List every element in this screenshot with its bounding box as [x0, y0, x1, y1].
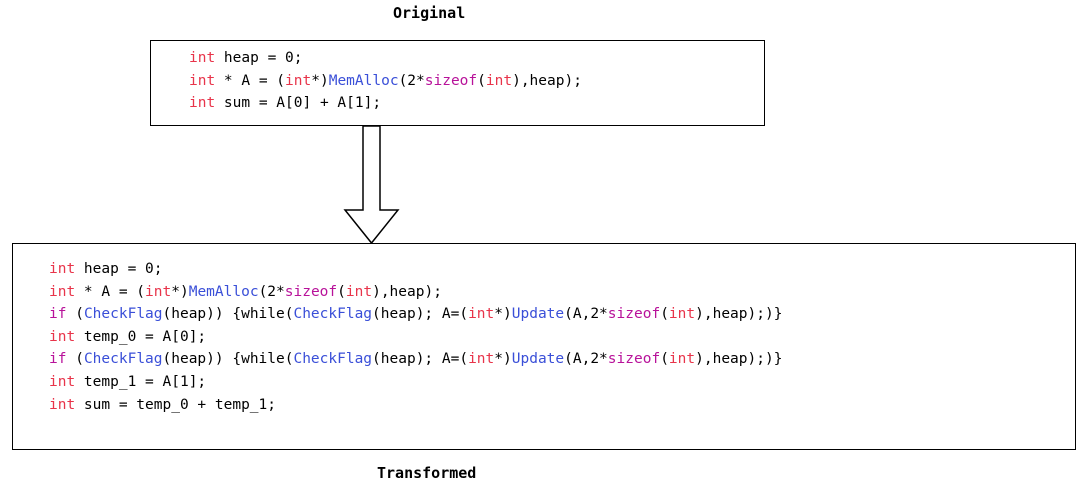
- code-text: (heap); A=(: [372, 351, 469, 368]
- transformed-code-line: int * A = (int*)MemAlloc(2*sizeof(int),h…: [49, 281, 1075, 304]
- code-text: ),heap);)}: [695, 351, 783, 368]
- original-code-box: int heap = 0;int * A = (int*)MemAlloc(2*…: [150, 40, 765, 126]
- code-text: * A = (: [75, 283, 146, 300]
- code-text: (: [660, 306, 669, 323]
- function-token: Update: [511, 306, 565, 323]
- keyword-token: int: [49, 396, 76, 413]
- function-token: CheckFlag: [83, 351, 163, 368]
- keyword-token: int: [49, 283, 76, 300]
- code-text: sum = A[0] + A[1];: [215, 95, 382, 112]
- keyword-token: int: [468, 351, 495, 368]
- keyword-token: int: [189, 72, 216, 89]
- code-text: ),heap);: [512, 72, 582, 89]
- original-label: Original: [393, 4, 466, 22]
- keyword-token: int: [49, 261, 76, 277]
- keyword-token: int: [49, 373, 76, 390]
- keyword-token: int: [468, 306, 495, 323]
- code-text: *): [171, 283, 189, 300]
- function-token: CheckFlag: [83, 306, 163, 323]
- transformed-code-line: if (CheckFlag(heap)) {while(CheckFlag(he…: [49, 303, 1075, 326]
- code-text: *): [311, 72, 329, 89]
- transformed-code-line: int sum = temp_0 + temp_1;: [49, 394, 1075, 417]
- keyword-token: int: [345, 283, 373, 300]
- code-text: (heap); A=(: [372, 306, 469, 323]
- operator-token: sizeof: [607, 306, 661, 323]
- function-token: MemAlloc: [328, 72, 399, 89]
- keyword-token: int: [285, 72, 312, 89]
- code-text: ),heap);: [372, 283, 442, 300]
- code-text: heap = 0;: [215, 50, 303, 66]
- operator-token: if: [49, 351, 67, 368]
- transformed-code-line: int heap = 0;: [49, 258, 1075, 281]
- original-code-line: int heap = 0;: [189, 47, 764, 70]
- keyword-token: int: [485, 72, 513, 89]
- code-text: * A = (: [215, 72, 286, 89]
- code-text: (: [66, 306, 84, 323]
- operator-token: sizeof: [424, 72, 478, 89]
- transformed-label: Transformed: [377, 464, 477, 482]
- code-text: (heap)) {while(: [162, 306, 294, 323]
- transformed-code-line: int temp_1 = A[1];: [49, 371, 1075, 394]
- code-text: (A,2*: [564, 351, 608, 368]
- keyword-token: int: [145, 283, 172, 300]
- function-token: CheckFlag: [293, 351, 373, 368]
- operator-token: sizeof: [607, 351, 661, 368]
- transformed-code-line: if (CheckFlag(heap)) {while(CheckFlag(he…: [49, 348, 1075, 371]
- code-text: heap = 0;: [75, 261, 163, 277]
- code-text: temp_0 = A[0];: [75, 328, 207, 345]
- operator-token: sizeof: [284, 283, 338, 300]
- function-token: Update: [511, 351, 565, 368]
- code-text: *): [494, 351, 512, 368]
- keyword-token: int: [49, 328, 76, 345]
- code-text: sum = temp_0 + temp_1;: [75, 396, 276, 413]
- code-text: (A,2*: [564, 306, 608, 323]
- code-text: *): [494, 306, 512, 323]
- original-code-line: int * A = (int*)MemAlloc(2*sizeof(int),h…: [189, 70, 764, 93]
- code-text: (2*: [258, 283, 285, 300]
- keyword-token: int: [668, 351, 696, 368]
- code-text: (: [337, 283, 346, 300]
- original-code-line: int sum = A[0] + A[1];: [189, 92, 764, 115]
- code-text: temp_1 = A[1];: [75, 373, 207, 390]
- operator-token: if: [49, 306, 67, 323]
- function-token: CheckFlag: [293, 306, 373, 323]
- code-text: ),heap);)}: [695, 306, 783, 323]
- code-text: (heap)) {while(: [162, 351, 294, 368]
- keyword-token: int: [189, 50, 216, 66]
- code-text: (2*: [398, 72, 425, 89]
- code-text: (: [477, 72, 486, 89]
- code-text: (: [66, 351, 84, 368]
- function-token: MemAlloc: [188, 283, 259, 300]
- keyword-token: int: [189, 95, 216, 112]
- keyword-token: int: [668, 306, 696, 323]
- transformed-code-box: int heap = 0;int * A = (int*)MemAlloc(2*…: [12, 243, 1076, 450]
- code-text: (: [660, 351, 669, 368]
- transformed-code-line: int temp_0 = A[0];: [49, 326, 1075, 349]
